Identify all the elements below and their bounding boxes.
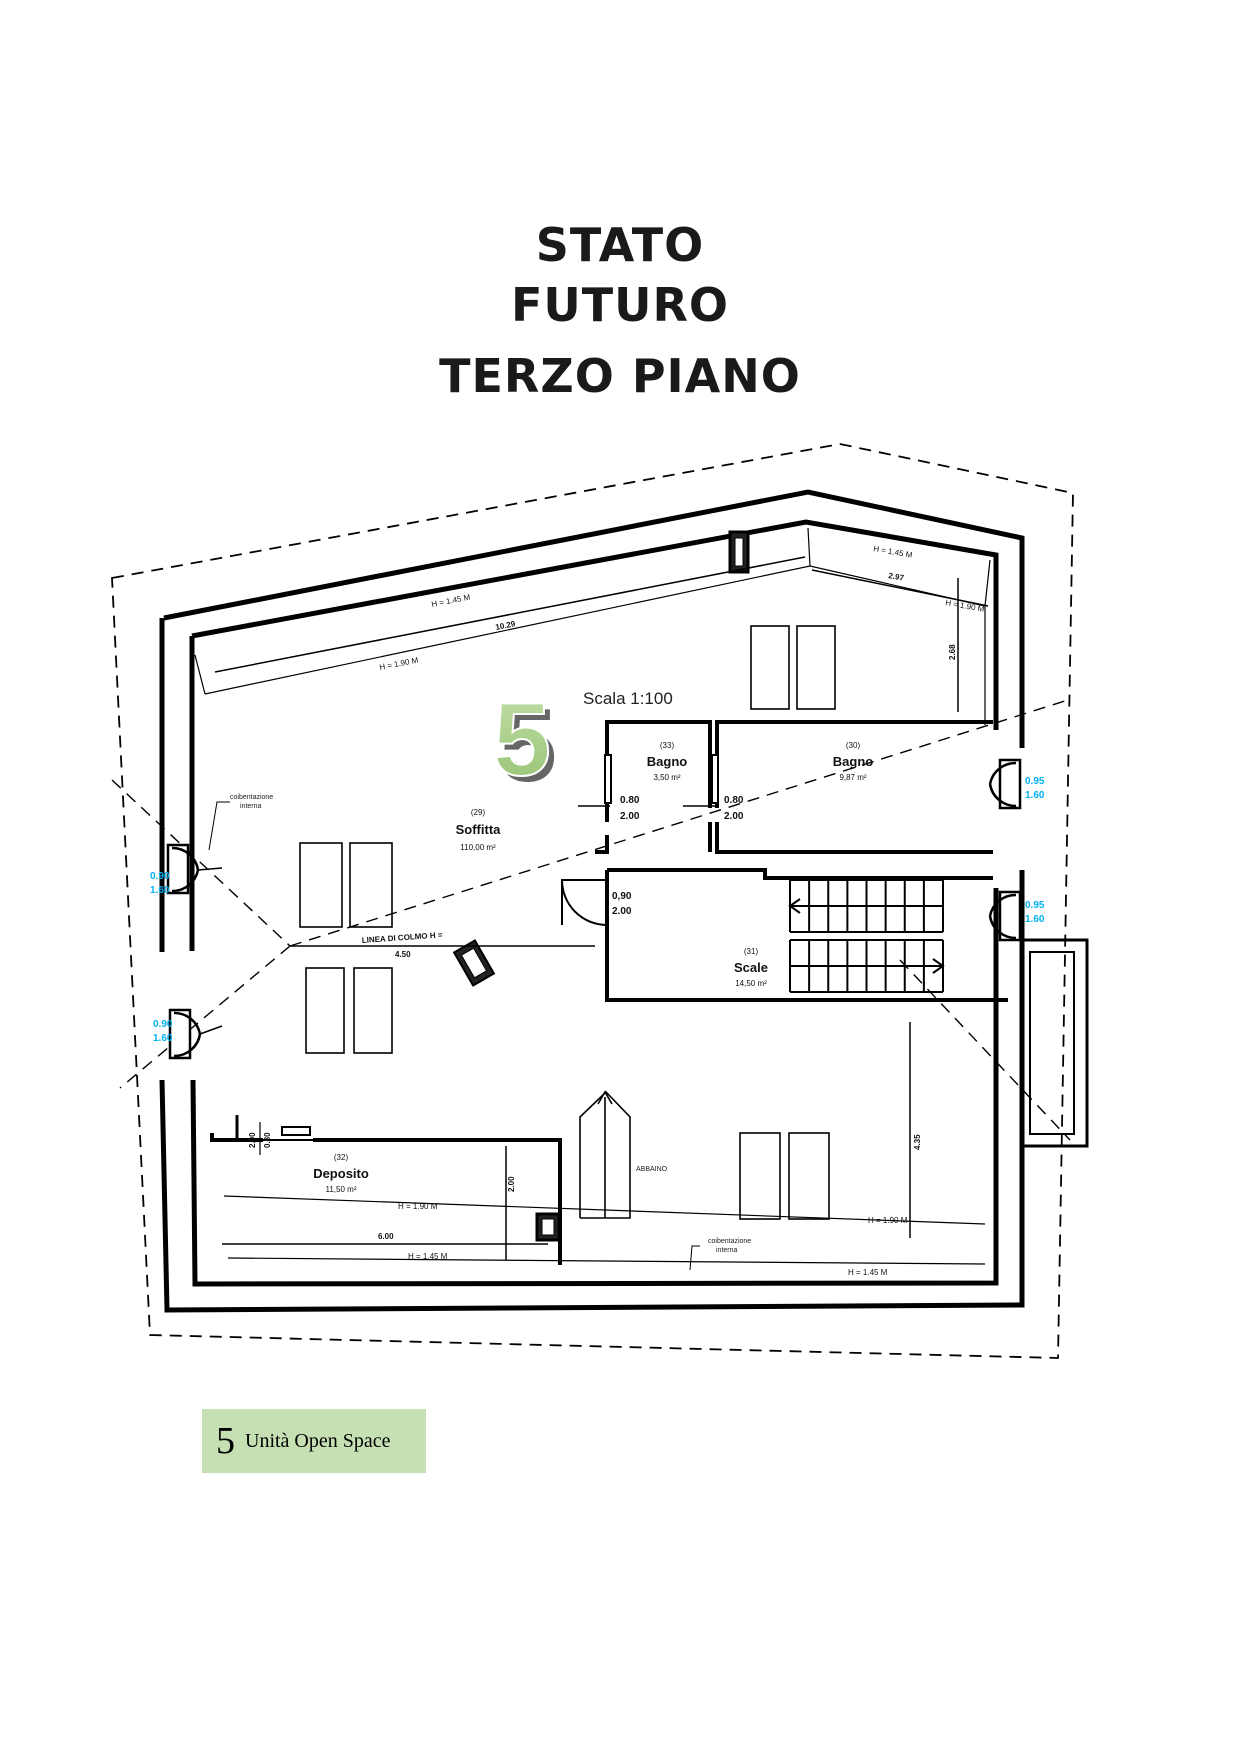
scale-room-area: 14,50 m² bbox=[735, 979, 767, 988]
dim-h145-bottom: H = 1.45 M bbox=[408, 1252, 448, 1261]
legend-label: Unità Open Space bbox=[245, 1429, 391, 1452]
unit-number-marker: 5 5 bbox=[492, 681, 557, 804]
title-line-2: FUTURO bbox=[510, 278, 730, 332]
window-left-2 bbox=[168, 1008, 223, 1060]
dim-h145-top: H = 1.45 M bbox=[431, 593, 472, 609]
outer-wall bbox=[159, 489, 1025, 1313]
win-right1-w: 0.95 bbox=[1025, 776, 1045, 787]
colmo-label: LINEA DI COLMO H = bbox=[362, 930, 444, 945]
title-line-1: STATO bbox=[535, 218, 705, 272]
scale-room-number: (31) bbox=[744, 947, 759, 956]
dim-h145-top-right: H = 1.45 M bbox=[873, 544, 914, 560]
soffitta-name: Soffitta bbox=[456, 822, 502, 837]
dim-door-depo-h: 2.00 bbox=[248, 1132, 257, 1148]
title-line-3: TERZO PIANO bbox=[439, 349, 801, 403]
note-coibentazione-left-1: coibentazione bbox=[230, 794, 273, 801]
dim-door-bagno1-w: 0.80 bbox=[620, 795, 640, 806]
win-left2-h: 1.60 bbox=[153, 1033, 173, 1044]
window-labels: 0.90 1.60 0.90 1.60 0.95 1.60 0.95 1.60 bbox=[150, 776, 1045, 1044]
bagno-small-number: (33) bbox=[660, 741, 675, 750]
soffitta-number: (29) bbox=[471, 808, 486, 817]
chimneys bbox=[452, 530, 750, 1242]
room-labels: (29) Soffitta 110,00 m² (33) Bagno 3,50 … bbox=[313, 741, 873, 1194]
note-coibentazione-bottom-2: interna bbox=[716, 1247, 738, 1254]
roof-outline bbox=[111, 443, 1074, 1359]
stair-block bbox=[605, 868, 1008, 1002]
soffitta-area: 110,00 m² bbox=[460, 843, 496, 852]
bagno-small-area: 3,50 m² bbox=[653, 773, 680, 782]
dim-door-bagno2-h: 2.00 bbox=[724, 811, 744, 822]
inner-thin-lines bbox=[194, 527, 991, 1265]
abbaino-outline bbox=[579, 1090, 631, 1219]
scale-room-name: Scale bbox=[734, 960, 768, 975]
window-right-2 bbox=[988, 890, 1022, 942]
dim-h190-bottom-right: H = 1.90 M bbox=[868, 1216, 908, 1225]
window-right-1 bbox=[988, 758, 1022, 810]
bagno-large-name: Bagno bbox=[833, 754, 874, 769]
win-left2-w: 0.90 bbox=[153, 1019, 173, 1030]
skylights bbox=[299, 625, 836, 1220]
dim-door-scale-h: 2.00 bbox=[612, 906, 632, 917]
note-abbaino: ABBAINO bbox=[636, 1166, 668, 1173]
deposito-name: Deposito bbox=[313, 1166, 369, 1181]
bagno-large-area: 9,87 m² bbox=[839, 773, 866, 782]
doors bbox=[560, 754, 719, 926]
win-right2-h: 1.60 bbox=[1025, 914, 1045, 925]
dim-door-scale-w: 0,90 bbox=[612, 891, 632, 902]
dim-1029: 10.29 bbox=[495, 619, 517, 632]
note-coibentazione-left-2: interna bbox=[240, 803, 262, 810]
balcony bbox=[1020, 938, 1089, 1148]
dim-600: 6.00 bbox=[378, 1232, 394, 1241]
unit-legend: 5 Unità Open Space bbox=[202, 1409, 426, 1473]
svg-text:5: 5 bbox=[499, 688, 557, 804]
note-coibentazione-bottom-1: coibentazione bbox=[708, 1238, 751, 1245]
dim-door-depo-w: 0.80 bbox=[263, 1132, 272, 1148]
dim-435: 4.35 bbox=[913, 1134, 922, 1150]
dim-h145-bottom-right: H = 1.45 M bbox=[848, 1268, 888, 1277]
notes: coibentazione interna coibentazione inte… bbox=[230, 794, 751, 1254]
dim-h190-top-right: H = 1.90 M bbox=[945, 598, 986, 614]
stairs bbox=[789, 879, 944, 993]
note-leaders bbox=[208, 801, 700, 1271]
win-right2-w: 0.95 bbox=[1025, 900, 1045, 911]
dim-door-bagno1-h: 2.00 bbox=[620, 811, 640, 822]
dimension-lines bbox=[214, 556, 989, 1260]
colmo-value: 4.50 bbox=[395, 950, 411, 959]
windows bbox=[166, 758, 1022, 1060]
win-right1-h: 1.60 bbox=[1025, 790, 1045, 801]
scale-label: Scala 1:100 bbox=[583, 689, 673, 708]
window-left-1 bbox=[166, 843, 223, 895]
dim-door-bagno2-w: 0.80 bbox=[724, 795, 744, 806]
bagno-large-number: (30) bbox=[846, 741, 861, 750]
dim-h190-bottom: H = 1.90 M bbox=[398, 1202, 438, 1211]
bagno-small-name: Bagno bbox=[647, 754, 688, 769]
stair-direction-arrow bbox=[932, 958, 945, 974]
svg-text:5: 5 bbox=[493, 682, 551, 798]
stair-arrows bbox=[788, 898, 945, 974]
legend-number: 5 bbox=[216, 1420, 235, 1462]
deposito-number: (32) bbox=[334, 1153, 349, 1162]
dim-200-depo: 2.00 bbox=[507, 1176, 516, 1192]
win-left1-w: 0.90 bbox=[150, 871, 170, 882]
dim-h190-top: H = 1.90 M bbox=[379, 656, 420, 672]
win-left1-h: 1.60 bbox=[150, 885, 170, 896]
dim-297: 2.97 bbox=[888, 571, 905, 583]
stair-direction-arrow bbox=[788, 898, 801, 914]
roof-hip-lines bbox=[111, 699, 1071, 1141]
dim-268: 2.68 bbox=[948, 644, 957, 660]
deposito-area: 11,50 m² bbox=[326, 1185, 357, 1194]
